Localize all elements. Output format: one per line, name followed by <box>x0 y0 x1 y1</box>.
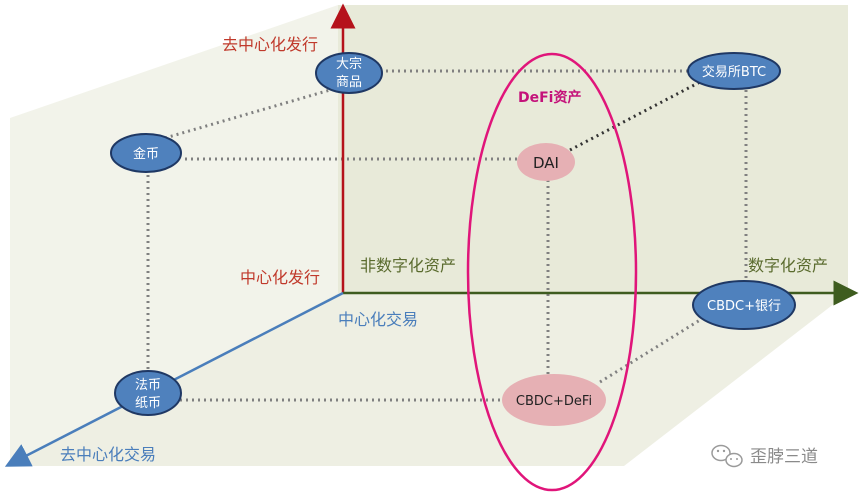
node-dai: DAI <box>517 143 575 181</box>
label-digital-assets: 数字化资产 <box>748 256 828 275</box>
node-fiat-line1: 法币 <box>135 378 161 393</box>
dotted-connectors <box>146 69 748 402</box>
label-decentralized-trading: 去中心化交易 <box>60 445 156 464</box>
node-cbdc-bank-label: CBDC+银行 <box>707 299 781 314</box>
connector-gold-bulk <box>164 88 331 140</box>
node-exchange-btc: 交易所BTC <box>687 52 781 90</box>
connector-cbdcdefi-cbdcbank <box>599 318 701 384</box>
node-fiat-line2: 纸币 <box>135 396 161 411</box>
label-centralized-trading: 中心化交易 <box>338 310 418 329</box>
node-exchange-label: 交易所BTC <box>702 64 766 80</box>
floor-plane <box>10 293 848 466</box>
node-fiat-paper: 法币 纸币 <box>114 370 182 416</box>
node-bulk-commodities: 大宗 商品 <box>315 52 383 94</box>
defi-ellipse <box>466 52 638 492</box>
diagonal-axis <box>4 291 344 467</box>
label-centralized-issuance: 中心化发行 <box>240 268 320 287</box>
node-cbdc-defi-label: CBDC+DeFi <box>516 394 592 409</box>
connector-dai-exchange <box>569 80 701 152</box>
defi-title: DeFi资产 <box>518 89 581 106</box>
node-cbdc-defi: CBDC+DeFi <box>502 374 606 426</box>
node-dai-label: DAI <box>533 154 559 172</box>
node-bulk-line1: 大宗 <box>336 56 362 72</box>
label-decentralized-issuance: 去中心化发行 <box>222 35 318 54</box>
left-wall-plane <box>10 5 338 466</box>
wechat-icon <box>711 444 743 468</box>
label-non-digital-assets: 非数字化资产 <box>360 256 456 275</box>
node-cbdc-bank: CBDC+银行 <box>692 280 796 330</box>
node-gold-label: 金币 <box>133 146 159 162</box>
node-gold-coin: 金币 <box>110 133 182 173</box>
watermark-text: 歪脖三道 <box>750 447 818 467</box>
back-wall-plane <box>338 5 848 293</box>
node-bulk-line2: 商品 <box>336 75 362 90</box>
